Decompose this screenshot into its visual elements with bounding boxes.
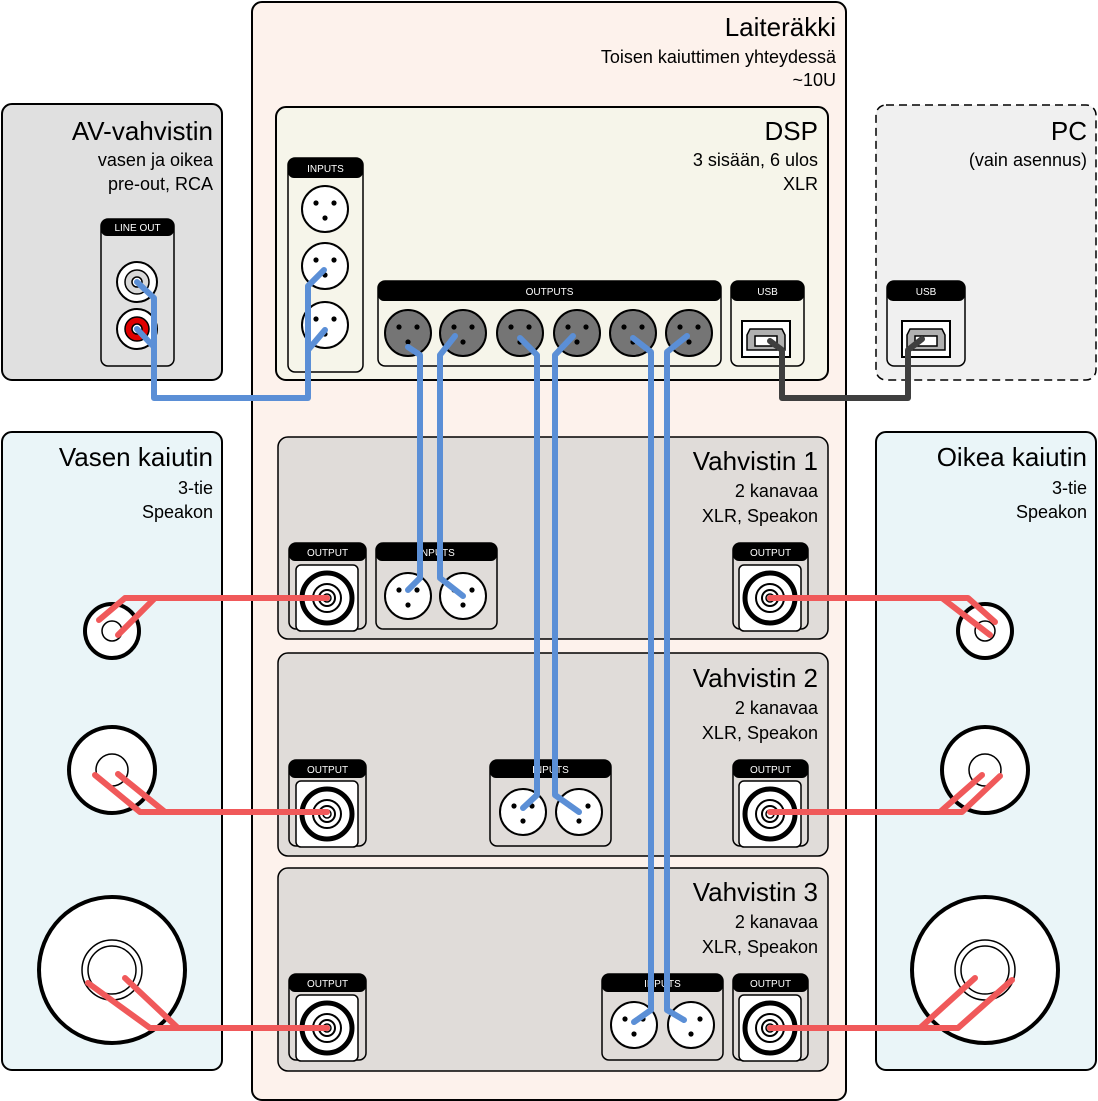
amp1-left-output-panel: OUTPUT (288, 542, 367, 631)
amp3-right-output-panel: OUTPUT (732, 973, 809, 1061)
av-to-dsp-cable-left (134, 267, 327, 401)
rack-title: Laiteräkki (725, 12, 836, 42)
amp2-inputs-label: INPUTS (532, 765, 569, 776)
left-speaker-line2: Speakon (142, 502, 213, 522)
amp3-left-output-label: OUTPUT (307, 979, 348, 990)
av-title: AV-vahvistin (72, 116, 213, 146)
dsp-input-3-lead (305, 327, 328, 353)
dsp-output-3-xlr (496, 309, 544, 357)
dsp-outputs-panel: OUTPUTS (377, 280, 722, 367)
av-line-out-panel: LINE OUT (100, 218, 175, 367)
rack-line2: ~10U (792, 70, 836, 90)
amp3-line2: XLR, Speakon (702, 937, 818, 957)
dsp-out3-to-amp2-cable (517, 335, 540, 811)
amp3-to-right-woofer-cable (767, 975, 1015, 1031)
amp3-inputs-panel: INPUTS (601, 973, 724, 1061)
dsp-out6-to-amp3-cable (664, 333, 690, 1023)
amp2-line2: XLR, Speakon (702, 723, 818, 743)
av-line-out-label: LINE OUT (114, 223, 160, 234)
dsp-usb-label: USB (757, 287, 778, 298)
pc-usb-label: USB (916, 287, 937, 298)
dsp-out5-to-amp3-cable (630, 335, 654, 1025)
rack-line1: Toisen kaiuttimen yhteydessä (601, 47, 837, 67)
left-midrange (67, 725, 157, 815)
amp1-inputs-label: INPUTS (418, 548, 455, 559)
pc-usb-panel: USB (886, 280, 966, 367)
amp1-left-output-label: OUTPUT (307, 548, 348, 559)
pc-line1: (vain asennus) (969, 150, 1087, 170)
amp3-right-output-label: OUTPUT (750, 979, 791, 990)
amp1-title: Vahvistin 1 (693, 446, 818, 476)
dsp-title: DSP (765, 116, 818, 146)
amp2-inputs-panel: INPUTS (489, 759, 612, 847)
cables (85, 267, 1015, 1031)
amp1-line1: 2 kanavaa (735, 481, 819, 501)
left-woofer (37, 895, 187, 1045)
amp1-right-output-panel: OUTPUT (732, 542, 809, 631)
amp3-input-2-xlr (667, 1001, 715, 1049)
av-line1: vasen ja oikea (98, 150, 214, 170)
amp3-to-left-woofer-cable (85, 975, 330, 1031)
left-speaker-title: Vasen kaiutin (59, 442, 213, 472)
amp2-left-output-panel: OUTPUT (288, 759, 367, 847)
right-speaker-line2: Speakon (1016, 502, 1087, 522)
amp1-to-left-tweeter-cable (96, 595, 330, 638)
dsp-line1: 3 sisään, 6 ulos (693, 150, 818, 170)
amp3-left-output-panel: OUTPUT (288, 973, 367, 1061)
amp2-right-output-label: OUTPUT (750, 765, 791, 776)
amp1-to-right-tweeter-cable (767, 595, 998, 638)
dsp-outputs-label: OUTPUTS (526, 287, 574, 298)
usb-cable (767, 336, 925, 401)
amp3-line1: 2 kanavaa (735, 912, 819, 932)
amp2-left-output-label: OUTPUT (307, 765, 348, 776)
amp2-right-output-panel: OUTPUT (732, 759, 809, 847)
amp1-input-1-xlr (384, 572, 432, 620)
amp2-to-left-midrange-cable (92, 771, 330, 815)
dsp-usb-panel: USB (730, 280, 805, 367)
amp3-title: Vahvistin 3 (693, 877, 818, 907)
dsp-out4-to-amp2-cable (552, 333, 582, 815)
amp2-title: Vahvistin 2 (693, 663, 818, 693)
amp1-inputs-panel: INPUTS (375, 542, 498, 630)
dsp-out1-to-amp1-cable (405, 344, 423, 593)
right-woofer (910, 895, 1060, 1045)
dsp-input-1-xlr (301, 185, 349, 233)
av-to-dsp-cable-right (134, 326, 155, 348)
av-line2: pre-out, RCA (108, 174, 213, 194)
amp1-line2: XLR, Speakon (702, 506, 818, 526)
amp2-to-right-midrange-cable (767, 772, 1003, 815)
dsp-inputs-label: INPUTS (307, 164, 344, 175)
amp2-line1: 2 kanavaa (735, 698, 819, 718)
right-speaker-title: Oikea kaiutin (937, 442, 1087, 472)
dsp-out2-to-amp1-cable (437, 333, 466, 599)
amp3-inputs-label: INPUTS (644, 979, 681, 990)
left-speaker-line1: 3-tie (178, 478, 213, 498)
dsp-line2: XLR (783, 174, 818, 194)
pc-title: PC (1051, 116, 1087, 146)
right-speaker-line1: 3-tie (1052, 478, 1087, 498)
amp1-right-output-label: OUTPUT (750, 548, 791, 559)
dsp-inputs-panel: INPUTS (287, 157, 364, 373)
